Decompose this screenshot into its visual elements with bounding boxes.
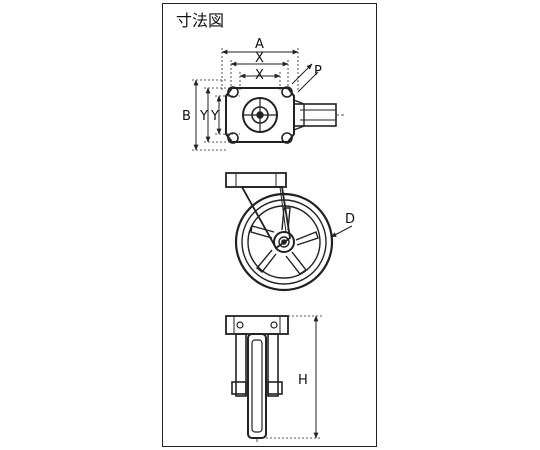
- label-b: B: [182, 109, 191, 124]
- label-x-outer: X: [255, 51, 264, 66]
- side-view: [225, 172, 353, 292]
- drawing-title: 寸法図: [176, 11, 225, 30]
- label-d: D: [345, 212, 355, 227]
- label-y-inner: Y: [210, 109, 219, 124]
- front-view: [225, 315, 322, 442]
- top-view: [192, 48, 346, 151]
- label-x-inner: X: [255, 68, 264, 83]
- label-p: P: [314, 64, 322, 79]
- label-a: A: [255, 37, 264, 52]
- label-h: H: [298, 373, 308, 388]
- label-y-outer: Y: [199, 109, 208, 124]
